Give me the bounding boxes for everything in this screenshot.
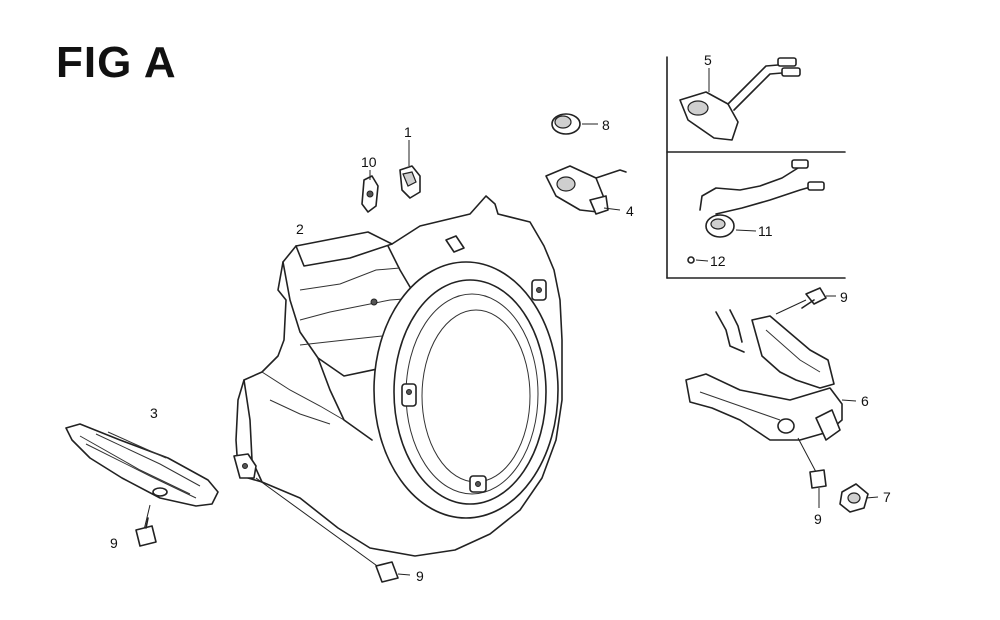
- callout-9-lower-right: 9: [814, 511, 822, 527]
- switch-part-4: [545, 165, 627, 215]
- grommet-part-8: [551, 113, 598, 135]
- bolt-part-9-left: [135, 517, 157, 547]
- callout-2: 2: [296, 221, 304, 237]
- sensor-part-11: [699, 159, 825, 238]
- callout-5: 5: [704, 52, 712, 68]
- callout-6: 6: [861, 393, 869, 409]
- bolt-part-9-bottom: [375, 561, 411, 583]
- callout-10: 10: [361, 154, 377, 170]
- callout-9-top-right: 9: [840, 289, 848, 305]
- bracket-part-6: [685, 299, 857, 473]
- callout-9-left: 9: [110, 535, 118, 551]
- bolt-part-9-top-right: [801, 287, 836, 309]
- callout-11: 11: [758, 223, 773, 239]
- clamp-part-10: [361, 170, 379, 213]
- fan-cover-part-2: [233, 195, 563, 569]
- callout-7: 7: [883, 489, 891, 505]
- nut-part-7: [839, 483, 879, 513]
- callout-1: 1: [404, 124, 412, 140]
- callout-8: 8: [602, 117, 610, 133]
- cover-plate-part-3: [65, 423, 219, 531]
- callout-12: 12: [710, 253, 726, 269]
- switch-part-5: [679, 57, 801, 141]
- figure-title: FIG A: [56, 38, 177, 87]
- callout-9-bottom: 9: [416, 568, 424, 584]
- clip-part-1: [399, 140, 421, 199]
- screw-part-12: [687, 256, 709, 264]
- callout-4: 4: [626, 203, 634, 219]
- callout-3: 3: [150, 405, 158, 421]
- inset-frame: [666, 56, 846, 279]
- bolt-part-9-lower-right: [809, 469, 827, 508]
